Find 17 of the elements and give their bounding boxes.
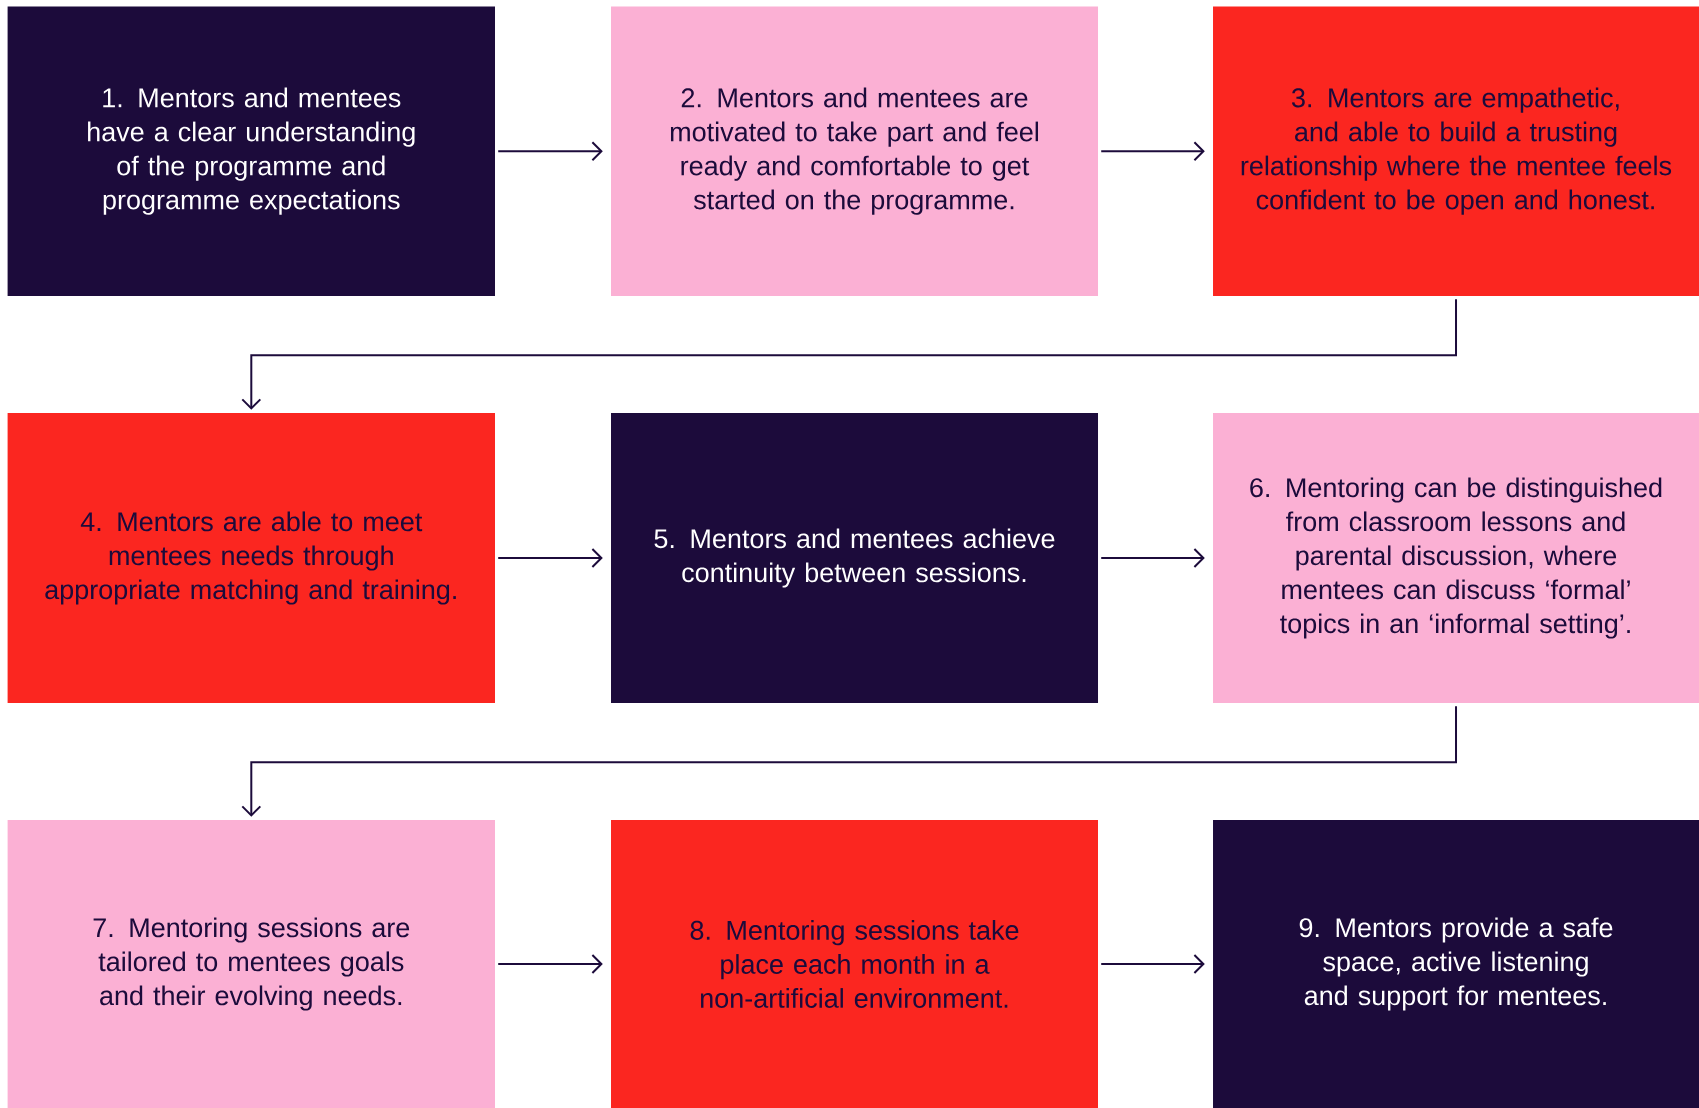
arrow: [1100, 548, 1205, 568]
outcome-box: 2. Mentors and mentees are motivated to take part and feel ready and comfortable to get started on the programme.: [611, 6, 1098, 296]
arrow: [497, 954, 603, 974]
arrow: [241, 298, 1457, 410]
outcome-box: 7. Mentoring sessions are tailored to mentees goals and their evolving needs.: [7, 820, 495, 1108]
outcome-box: 8. Mentoring sessions take place each month in a non-artificial environment.: [611, 820, 1098, 1108]
arrow: [1100, 954, 1205, 974]
arrow: [241, 705, 1457, 817]
arrow: [497, 548, 603, 568]
outcome-box: 6. Mentoring can be distinguished from classroom lessons and parental discussion, where mentees can discuss ‘formal’ topics in an ‘informal setting’.: [1213, 413, 1699, 703]
outcome-box: 3. Mentors are empathetic, and able to build a trusting relationship where the mentee feels confident to be open and honest.: [1213, 6, 1699, 296]
arrow: [497, 141, 603, 162]
outcome-box: 9. Mentors provide a safe space, active listening and support for mentees.: [1213, 820, 1699, 1108]
outcome-box: 5. Mentors and mentees achieve continuity between sessions.: [611, 413, 1098, 703]
outcome-box: 4. Mentors are able to meet mentees needs through appropriate matching and training.: [7, 413, 495, 703]
arrow: [1100, 141, 1205, 162]
outcome-box: 1. Mentors and mentees have a clear understanding of the programme and programme expectations: [7, 6, 495, 296]
